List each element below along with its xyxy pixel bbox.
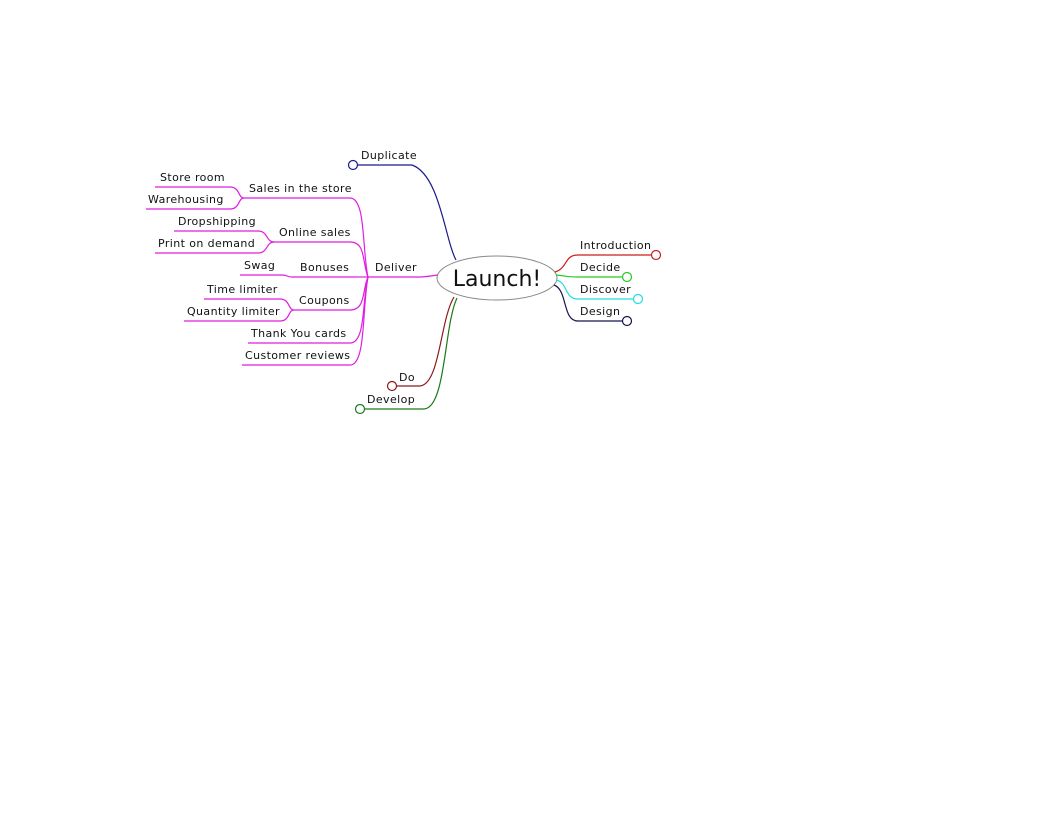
edge-warehousing [229, 197, 245, 210]
edge-time-limiter [279, 298, 295, 311]
edge-quantity-limiter [279, 309, 295, 322]
label-decide: Decide [580, 261, 621, 274]
label-store-room: Store room [160, 171, 225, 184]
label-deliver: Deliver [375, 261, 417, 274]
root-node[interactable]: Launch! [436, 255, 558, 301]
branch-decide[interactable]: Decide [555, 261, 633, 283]
decide-collapse-knob[interactable] [621, 271, 633, 283]
duplicate-collapse-knob[interactable] [347, 159, 359, 171]
edge-do [419, 296, 455, 387]
branch-develop[interactable]: Develop [354, 297, 458, 415]
label-swag: Swag [244, 259, 275, 272]
branch-discover[interactable]: Discover [555, 279, 644, 305]
edge-design [553, 284, 579, 322]
edge-swag [281, 274, 293, 278]
label-design: Design [580, 305, 620, 318]
label-develop: Develop [367, 393, 415, 406]
root-node-label: Launch! [453, 267, 541, 292]
label-online-sales: Online sales [279, 226, 351, 239]
label-print-on-demand: Print on demand [158, 237, 255, 250]
branch-design[interactable]: Design [553, 284, 633, 327]
edge-decide [555, 274, 579, 278]
edge-deliver [417, 274, 439, 278]
branch-duplicate[interactable]: Duplicate [347, 149, 457, 261]
branch-introduction[interactable]: Introduction [554, 239, 662, 273]
label-coupons: Coupons [299, 294, 350, 307]
label-bonuses: Bonuses [300, 261, 349, 274]
edge-customer-reviews [349, 276, 369, 366]
edge-develop [423, 297, 458, 410]
discover-collapse-knob[interactable] [632, 293, 644, 305]
root-node-ellipse [436, 255, 558, 301]
label-customer-reviews: Customer reviews [245, 349, 350, 362]
edge-sales-in-store [349, 197, 369, 278]
branch-do[interactable]: Do [386, 296, 455, 392]
branch-deliver[interactable]: Deliver Sales in the store Store room Wa… [146, 171, 439, 366]
do-collapse-knob[interactable] [386, 380, 398, 392]
label-discover: Discover [580, 283, 631, 296]
label-do: Do [399, 371, 415, 384]
edge-duplicate [411, 164, 457, 261]
label-warehousing: Warehousing [148, 193, 224, 206]
label-quantity-limiter: Quantity limiter [187, 305, 280, 318]
edge-discover [555, 279, 579, 300]
edge-print-on-demand [257, 241, 275, 254]
edge-online-sales [349, 241, 369, 278]
introduction-collapse-knob[interactable] [650, 249, 662, 261]
label-duplicate: Duplicate [361, 149, 417, 162]
label-thank-you-cards: Thank You cards [250, 327, 347, 340]
design-collapse-knob[interactable] [621, 315, 633, 327]
label-sales-in-store: Sales in the store [249, 182, 352, 195]
label-time-limiter: Time limiter [206, 283, 278, 296]
edge-introduction [554, 254, 579, 273]
develop-collapse-knob[interactable] [354, 403, 366, 415]
edge-dropshipping [257, 230, 275, 243]
edge-store-room [229, 186, 245, 199]
label-dropshipping: Dropshipping [178, 215, 256, 228]
label-introduction: Introduction [580, 239, 651, 252]
